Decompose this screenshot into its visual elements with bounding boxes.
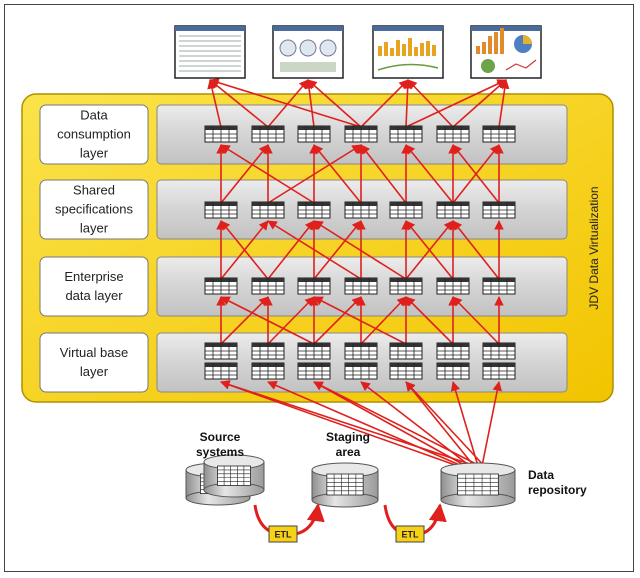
table-icon [436, 362, 470, 380]
flow-arrow [360, 296, 407, 345]
table-icon [297, 342, 331, 360]
flow-arrow [313, 381, 489, 471]
flow-arrow [220, 220, 269, 280]
report-screenshot [470, 25, 542, 79]
table-icon [436, 277, 470, 295]
table-icon [389, 342, 423, 360]
table-icon [389, 362, 423, 380]
flow-arrow [313, 220, 362, 280]
table-icon [344, 201, 378, 219]
table-icon [251, 277, 285, 295]
table-icon [297, 277, 331, 295]
data-repository-db [440, 462, 516, 508]
report-screenshot [272, 25, 344, 79]
flow-arrow [360, 79, 409, 128]
table-icon [389, 201, 423, 219]
flow-arrow [220, 296, 269, 345]
table-icon [251, 201, 285, 219]
etl-box: ETL [268, 525, 298, 543]
table-icon [204, 362, 238, 380]
flow-arrow [405, 381, 489, 471]
flow-arrow [220, 380, 459, 467]
flow-arrow [220, 144, 269, 204]
table-icon [389, 277, 423, 295]
table-icon [297, 125, 331, 143]
table-icon [297, 201, 331, 219]
table-icon [436, 201, 470, 219]
table-icon [436, 342, 470, 360]
report-screenshot [174, 25, 246, 79]
flow-arrow [267, 381, 463, 467]
flow-arrow [267, 220, 362, 280]
table-icon [482, 125, 516, 143]
flow-arrow [313, 144, 362, 204]
jdv-vertical-label: JDV Data Virtualization [587, 186, 601, 309]
flow-arrow [405, 144, 454, 204]
table-icon [204, 342, 238, 360]
flow-arrow [313, 296, 362, 345]
table-icon [482, 277, 516, 295]
flow-arrow [220, 144, 315, 204]
flow-arrow [313, 220, 407, 280]
flow-arrow [405, 79, 507, 128]
table-icon [251, 342, 285, 360]
flow-arrow [498, 79, 510, 128]
etl-label: ETL [402, 530, 420, 540]
table-icon [482, 362, 516, 380]
table-icon [482, 201, 516, 219]
flow-arrow [209, 79, 269, 128]
table-icon [251, 125, 285, 143]
flow-arrow [452, 79, 507, 128]
table-icon [251, 362, 285, 380]
table-icon [204, 277, 238, 295]
flow-arrow [267, 220, 315, 280]
table-icon [436, 125, 470, 143]
flow-arrow [450, 381, 479, 467]
flow-arrow [307, 79, 362, 128]
flow-arrow [405, 381, 475, 467]
flow-arrow [209, 77, 362, 128]
table-icon [482, 342, 516, 360]
source-system-db [203, 454, 265, 498]
table-icon [344, 125, 378, 143]
table-icon [344, 342, 378, 360]
staging-area-db [311, 462, 379, 508]
flow-arrow [267, 296, 315, 345]
flow-arrow [360, 144, 407, 204]
table-icon [204, 201, 238, 219]
flow-arrow [407, 79, 454, 128]
flow-arrow [452, 220, 500, 280]
flow-arrow [405, 296, 454, 345]
flow-arrow [405, 220, 454, 280]
flow-arrow [313, 296, 407, 345]
virtualization-container [21, 93, 614, 403]
etl-label: ETL [275, 530, 293, 540]
flow-arrow [481, 381, 502, 467]
flow-arrow [313, 381, 467, 467]
etl-box: ETL [395, 525, 425, 543]
flow-arrow [220, 296, 315, 345]
flow-arrow [452, 296, 500, 345]
flow-arrow [220, 380, 489, 471]
table-icon [389, 125, 423, 143]
report-screenshot [372, 25, 444, 79]
table-icon [204, 125, 238, 143]
flow-arrow [452, 144, 500, 204]
table-icon [297, 362, 331, 380]
table-icon [344, 362, 378, 380]
table-icon [344, 277, 378, 295]
